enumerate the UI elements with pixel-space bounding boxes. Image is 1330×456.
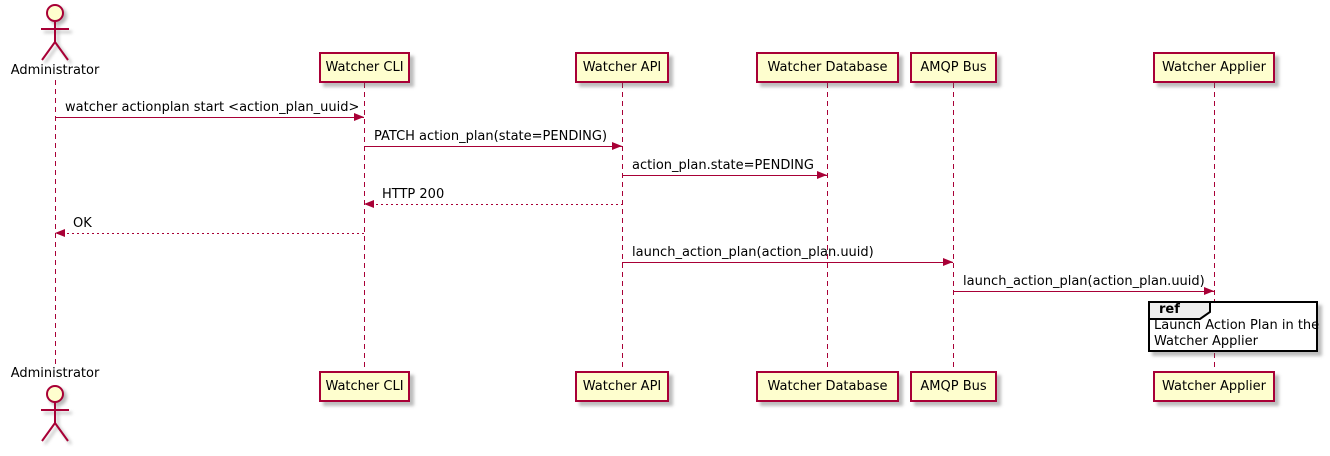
ref-keyword: ref bbox=[1159, 302, 1180, 317]
participant-label: Watcher Database bbox=[767, 60, 888, 75]
participant-box-watcher-api-bottom: Watcher API bbox=[575, 371, 669, 402]
message-label: launch_action_plan(action_plan.uuid) bbox=[963, 274, 1205, 289]
participant-label: Watcher API bbox=[582, 379, 662, 394]
message-line-dashed bbox=[57, 233, 364, 234]
message-line-dashed bbox=[366, 204, 622, 205]
participant-box-watcher-database-top: Watcher Database bbox=[756, 52, 899, 83]
ref-text: Launch Action Plan in the Watcher Applie… bbox=[1154, 318, 1319, 350]
arrowhead-icon bbox=[943, 258, 953, 266]
ref-text-line2: Watcher Applier bbox=[1154, 334, 1258, 349]
participant-box-amqp-bus-bottom: AMQP Bus bbox=[910, 371, 997, 402]
lifeline-administrator bbox=[55, 80, 56, 366]
message-line bbox=[364, 146, 622, 147]
participant-label: Watcher API bbox=[582, 60, 662, 75]
participant-box-watcher-cli-bottom: Watcher CLI bbox=[319, 371, 410, 402]
participant-label: Watcher Database bbox=[767, 379, 888, 394]
arrowhead-icon bbox=[817, 171, 827, 179]
message-label: PATCH action_plan(state=PENDING) bbox=[374, 129, 608, 144]
participant-box-watcher-api-top: Watcher API bbox=[575, 52, 669, 83]
participant-label: Watcher CLI bbox=[325, 60, 404, 75]
ref-text-line1: Launch Action Plan in the bbox=[1154, 318, 1320, 333]
actor-label-administrator-top: Administrator bbox=[10, 63, 100, 78]
participant-box-amqp-bus-top: AMQP Bus bbox=[910, 52, 997, 83]
message-line bbox=[622, 262, 953, 263]
message-label: HTTP 200 bbox=[382, 187, 445, 202]
arrowhead-icon bbox=[55, 229, 65, 237]
participant-label: Watcher CLI bbox=[325, 379, 404, 394]
actor-icon bbox=[35, 384, 75, 448]
message-label: OK bbox=[73, 216, 92, 231]
lifeline-watcher-api bbox=[622, 83, 623, 371]
message-label: watcher actionplan start <action_plan_uu… bbox=[65, 100, 360, 115]
participant-label: Watcher Applier bbox=[1162, 60, 1266, 75]
lifeline-watcher-applier bbox=[1214, 83, 1215, 371]
message-label: launch_action_plan(action_plan.uuid) bbox=[632, 245, 874, 260]
lifeline-watcher-database bbox=[827, 83, 828, 371]
actor-icon bbox=[35, 3, 75, 67]
ref-fragment: ref Launch Action Plan in the Watcher Ap… bbox=[1148, 301, 1319, 352]
arrowhead-icon bbox=[364, 200, 374, 208]
arrowhead-icon bbox=[612, 142, 622, 150]
message-line bbox=[953, 291, 1214, 292]
participant-box-watcher-applier-bottom: Watcher Applier bbox=[1153, 371, 1275, 402]
participant-label: AMQP Bus bbox=[920, 60, 987, 75]
lifeline-amqp-bus bbox=[953, 83, 954, 371]
participant-box-watcher-applier-top: Watcher Applier bbox=[1153, 52, 1275, 83]
actor-label-administrator-bottom: Administrator bbox=[10, 366, 100, 381]
message-line bbox=[55, 117, 364, 118]
participant-label: AMQP Bus bbox=[920, 379, 987, 394]
message-label: action_plan.state=PENDING bbox=[632, 158, 814, 173]
participant-label: Watcher Applier bbox=[1162, 379, 1266, 394]
arrowhead-icon bbox=[1204, 287, 1214, 295]
message-line bbox=[622, 175, 827, 176]
participant-box-watcher-database-bottom: Watcher Database bbox=[756, 371, 899, 402]
ref-tab: ref bbox=[1148, 301, 1212, 321]
lifeline-watcher-cli bbox=[364, 83, 365, 371]
arrowhead-icon bbox=[354, 113, 364, 121]
participant-box-watcher-cli-top: Watcher CLI bbox=[319, 52, 410, 83]
